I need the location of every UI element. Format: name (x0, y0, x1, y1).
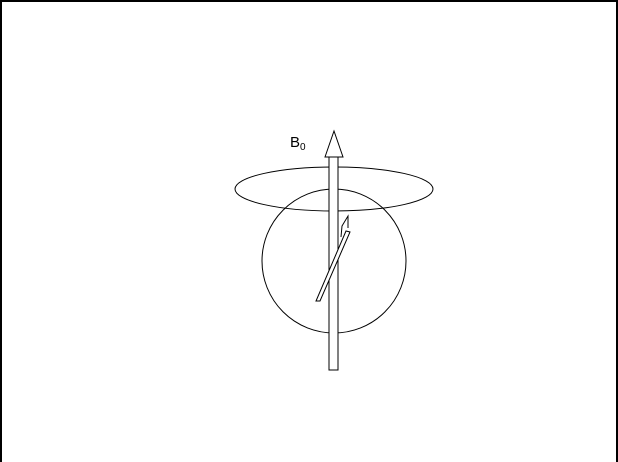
field-label-main: B (290, 134, 300, 151)
arrowhead (325, 131, 343, 157)
field-label-subscript: 0 (300, 142, 306, 153)
field-label: B0 (290, 135, 306, 153)
